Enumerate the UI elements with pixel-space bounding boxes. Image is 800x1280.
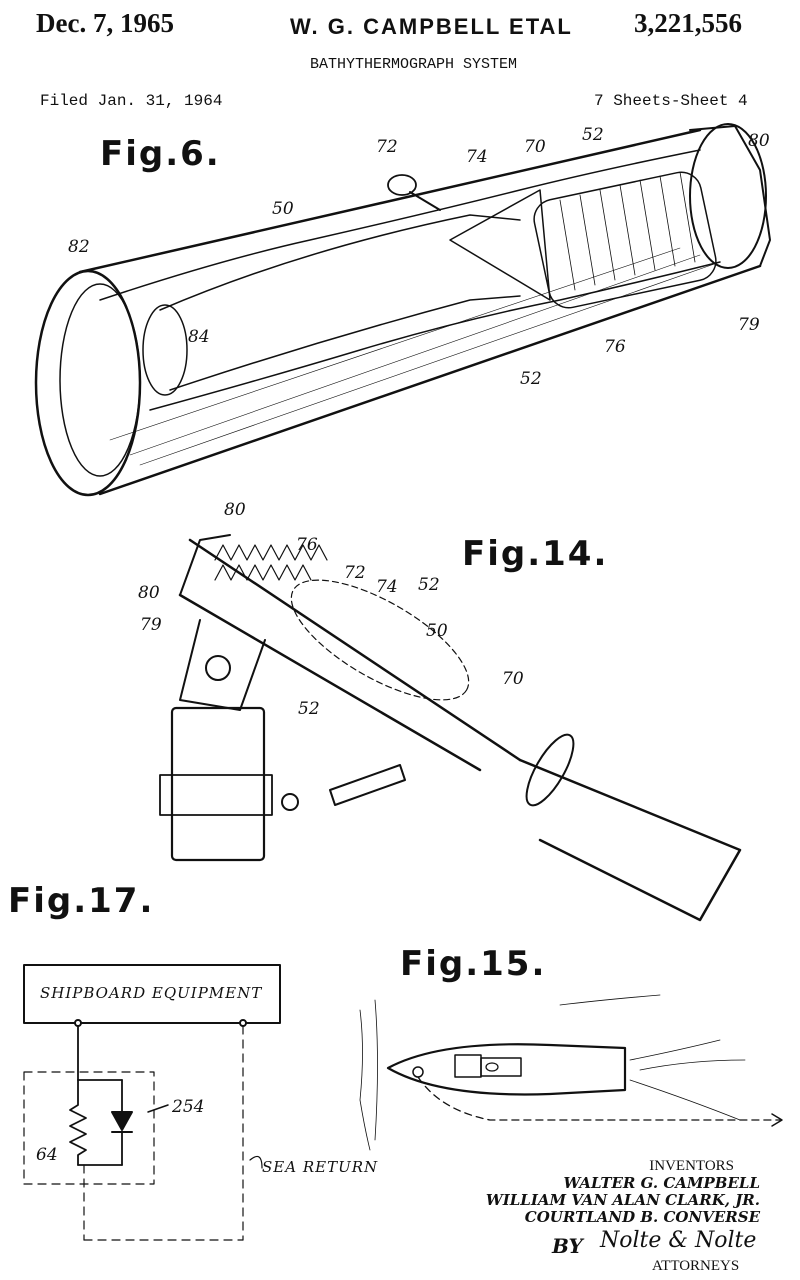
inventor-name-1: WALTER G. CAMPBELL xyxy=(563,1174,760,1192)
ref-52-top: 52 xyxy=(418,575,440,595)
fig17-drawing: Fig.17. SHIPBOARD EQUIPMENT 254 64 SEA R… xyxy=(8,881,378,1241)
fig14-drawing: Fig.14. 80 80 79 76 72 74 52 50 70 52 xyxy=(138,500,742,922)
ref-80-top: 80 xyxy=(224,500,246,520)
ref-79: 79 xyxy=(140,615,162,635)
fig6-drawing: Fig.6. 82 84 50 72 74 70 52 80 79 76 52 xyxy=(34,123,771,497)
ref-74: 74 xyxy=(466,147,488,167)
attorneys-label: ATTORNEYS xyxy=(652,1258,740,1274)
ref-254: 254 xyxy=(171,1097,204,1117)
attorney-signature: Nolte & Nolte xyxy=(600,1228,757,1253)
ref-70: 70 xyxy=(524,137,546,157)
ref-52-top: 52 xyxy=(582,125,604,145)
ref-50: 50 xyxy=(426,621,448,641)
ref-74: 74 xyxy=(376,577,398,597)
ref-52-bottom: 52 xyxy=(298,699,320,719)
ref-52-bottom: 52 xyxy=(520,369,542,389)
patent-number: 3,221,556 xyxy=(634,8,742,38)
filed-date: Filed Jan. 31, 1964 xyxy=(40,92,223,110)
ref-80-left: 80 xyxy=(138,583,160,603)
fig15-label: Fig.15. xyxy=(400,944,546,984)
ref-79: 79 xyxy=(738,315,760,335)
ref-70: 70 xyxy=(502,669,524,689)
patent-title: BATHYTHERMOGRAPH SYSTEM xyxy=(310,56,518,73)
ref-72: 72 xyxy=(344,563,366,583)
inventor-name-2: WILLIAM VAN ALAN CLARK, JR. xyxy=(485,1191,760,1209)
fig15-drawing: Fig.15. xyxy=(359,944,783,1151)
ref-84: 84 xyxy=(188,327,210,347)
ref-64: 64 xyxy=(36,1145,58,1165)
ship-hull xyxy=(386,1043,627,1096)
ref-76: 76 xyxy=(604,337,626,357)
patent-date: Dec. 7, 1965 xyxy=(36,8,174,38)
ref-72: 72 xyxy=(376,137,398,157)
sheet-number: 7 Sheets-Sheet 4 xyxy=(594,92,748,110)
fig6-label: Fig.6. xyxy=(100,134,221,174)
inventor-short: W. G. CAMPBELL ETAL xyxy=(290,14,573,39)
inventor-name-3: COURTLAND B. CONVERSE xyxy=(524,1208,760,1226)
ref-82: 82 xyxy=(68,237,90,257)
inventors-heading: INVENTORS xyxy=(649,1158,734,1174)
ref-50: 50 xyxy=(272,199,294,219)
shipboard-equipment-label: SHIPBOARD EQUIPMENT xyxy=(40,984,262,1002)
ref-76: 76 xyxy=(296,535,318,555)
inventors-block: INVENTORS WALTER G. CAMPBELL WILLIAM VAN… xyxy=(486,1158,760,1226)
by-label: BY xyxy=(552,1234,583,1258)
ref-80: 80 xyxy=(748,131,770,151)
shipboard-equipment-box xyxy=(23,964,281,1024)
sea-return-label: SEA RETURN xyxy=(262,1158,378,1176)
fig14-label: Fig.14. xyxy=(462,534,608,574)
fig17-label: Fig.17. xyxy=(8,881,154,921)
